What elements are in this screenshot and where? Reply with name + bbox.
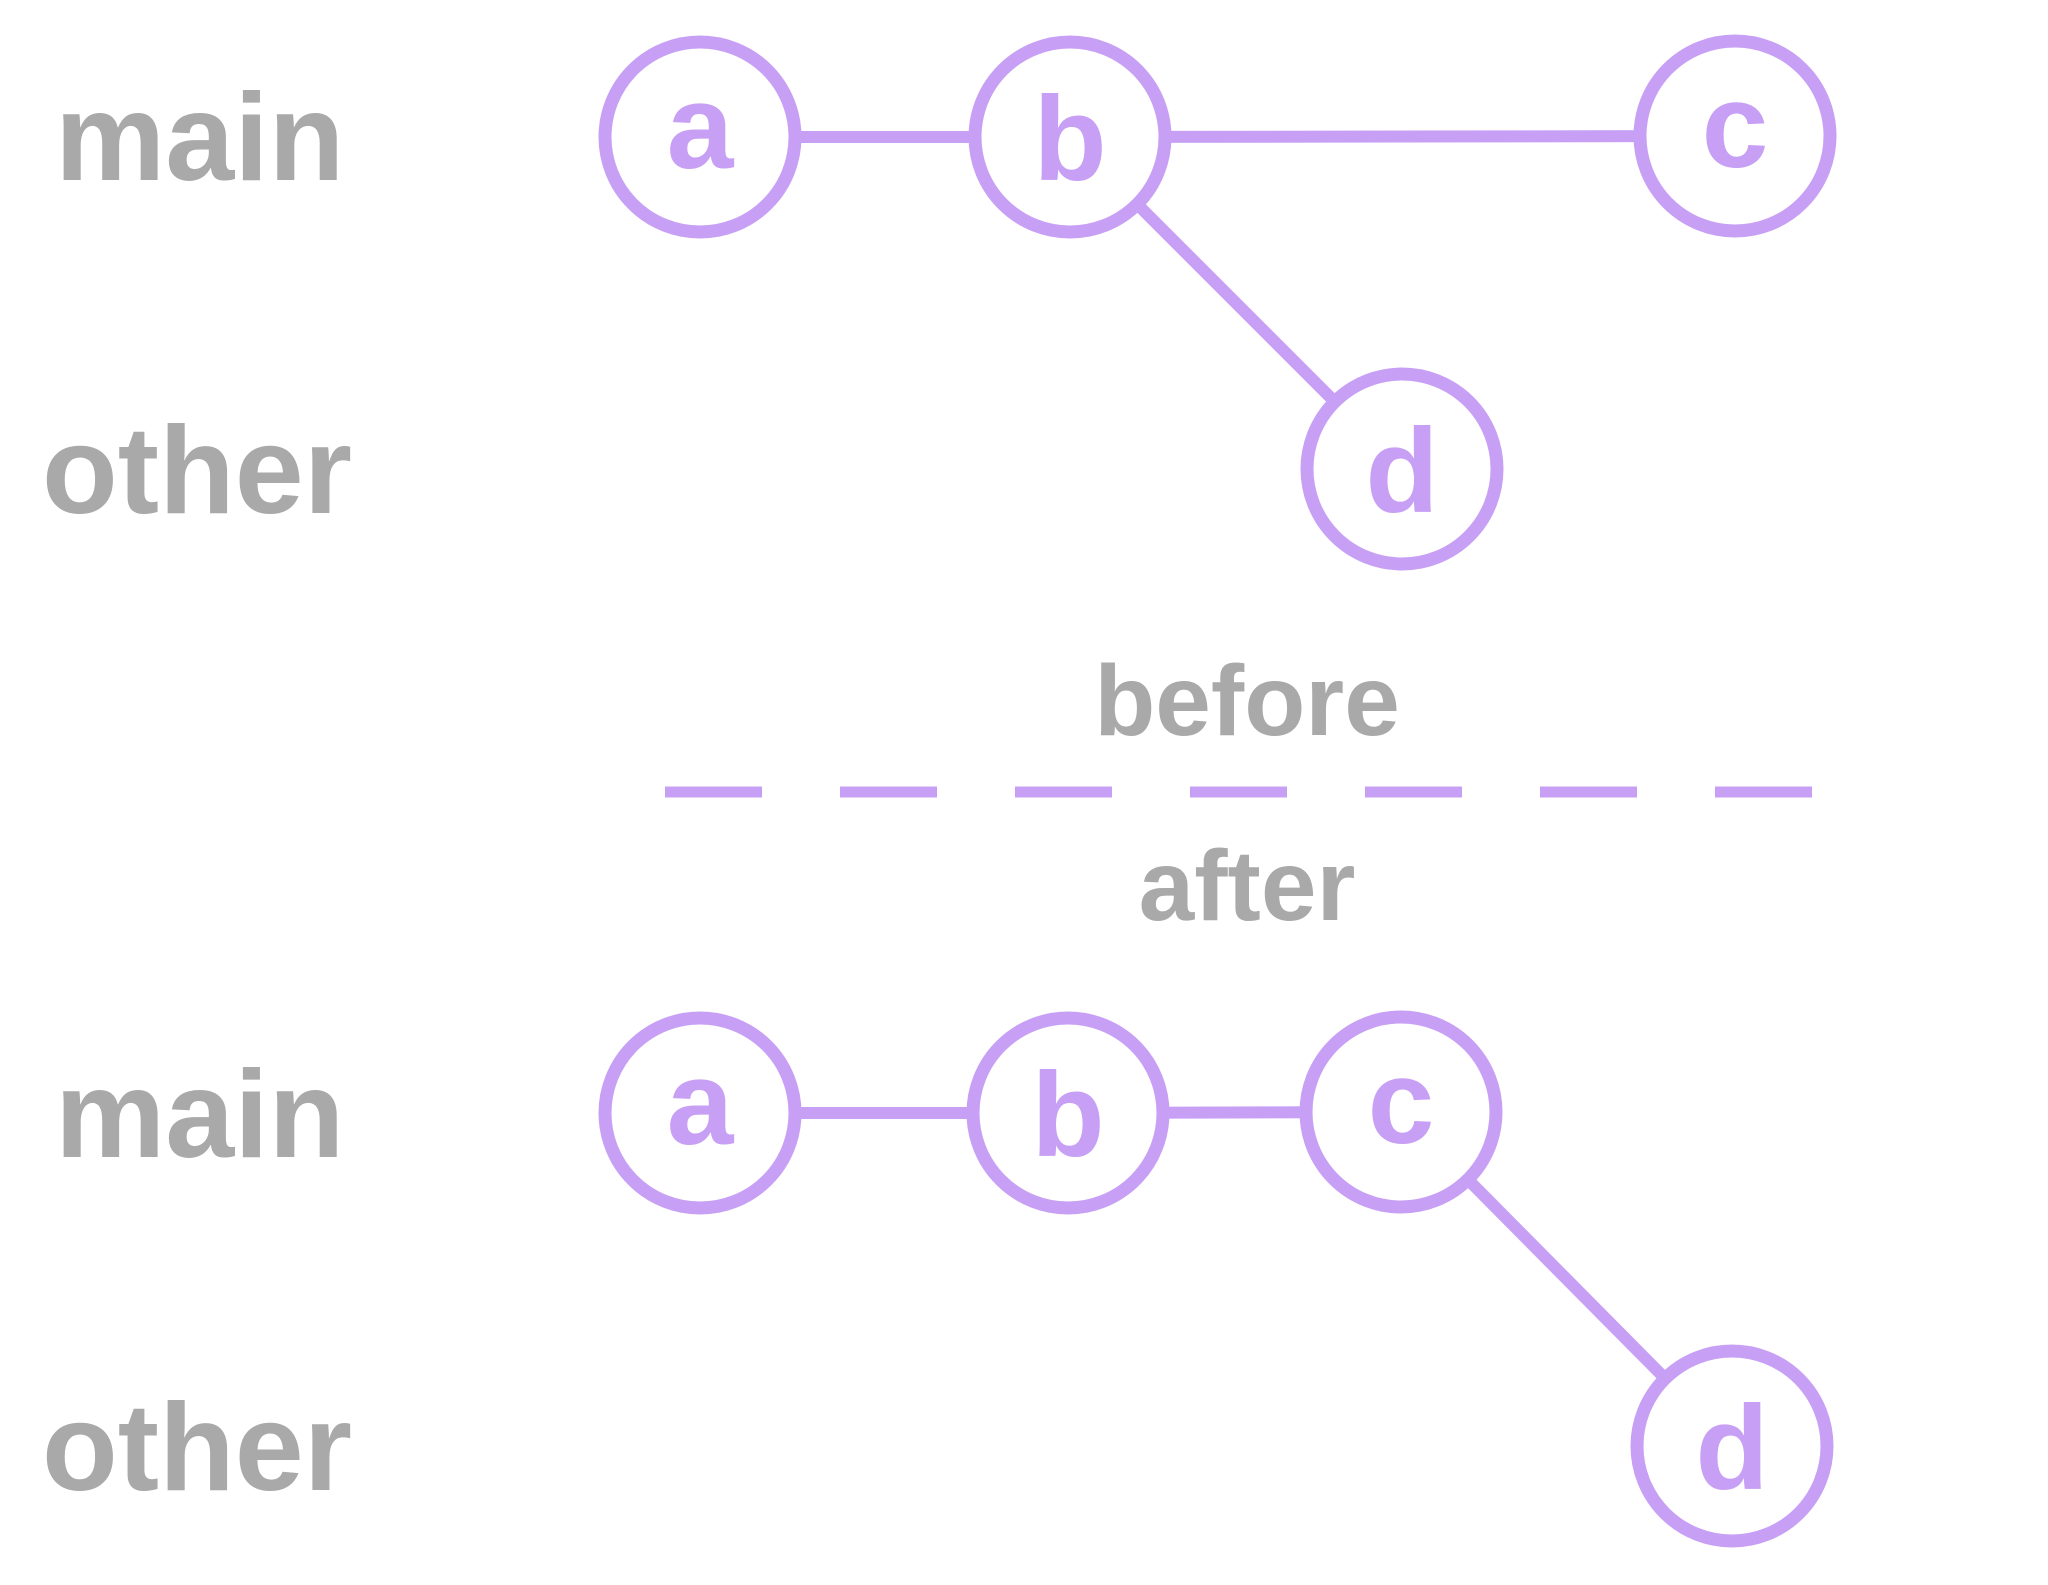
commit-node-after-c [1299, 1010, 1503, 1214]
commit-label-after-d: d [1695, 1381, 1768, 1515]
commit-label-before-b: b [1033, 72, 1106, 206]
divider: before after [665, 645, 1840, 942]
commit-node-before-b [968, 35, 1172, 239]
edge-before-b-c [1069, 130, 1736, 143]
branch-label-main-before: main [55, 69, 344, 207]
divider-label-before: before [1094, 645, 1400, 757]
branch-label-other-after: other [42, 1379, 352, 1517]
divider-label-after: after [1139, 830, 1356, 942]
commit-label-before-d: d [1365, 404, 1438, 538]
commit-node-after-a [598, 1011, 802, 1215]
commit-label-after-a: a [667, 1036, 735, 1170]
commit-node-before-d [1300, 367, 1504, 571]
section-after: a b c d main other [42, 1010, 1834, 1548]
branch-label-other-before: other [42, 402, 352, 540]
commit-label-after-b: b [1031, 1048, 1104, 1182]
commit-node-before-c [1633, 34, 1837, 238]
commit-label-before-a: a [667, 60, 735, 194]
commit-node-before-a [598, 35, 802, 239]
commit-label-before-c: c [1702, 59, 1769, 193]
section-before: a b c d main other [42, 34, 1837, 571]
branch-label-main-after: main [55, 1046, 344, 1184]
commit-label-after-c: c [1368, 1035, 1435, 1169]
commit-node-after-b [966, 1011, 1170, 1215]
commit-node-after-d [1630, 1344, 1834, 1548]
